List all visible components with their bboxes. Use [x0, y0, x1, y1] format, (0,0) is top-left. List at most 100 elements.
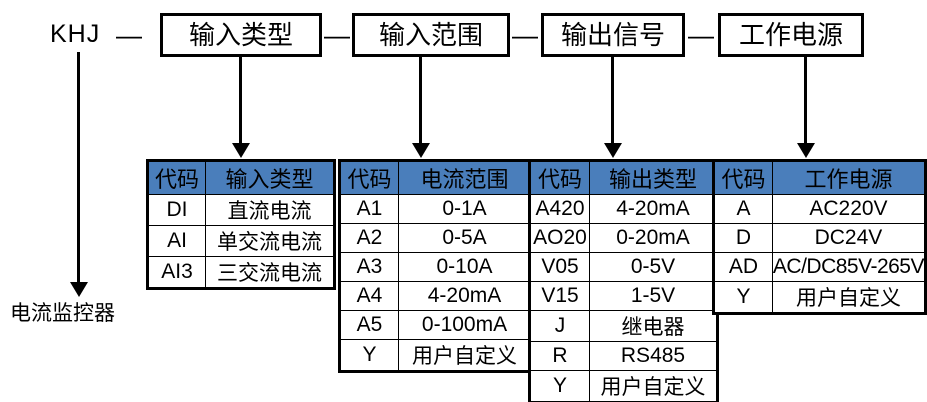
table-header-row: 代码 输入类型	[147, 160, 335, 195]
table-wrapper-power-supply: 代码 工作电源 A AC220V D DC24V AD AC/DC85V-265…	[712, 159, 927, 315]
table-row: AI 单交流电流	[147, 225, 335, 257]
table-row: A420 4-20mA	[529, 194, 718, 224]
cell-value: 用户自定义	[589, 370, 718, 402]
cell-value: 0-10A	[398, 252, 532, 282]
spec-table-output-type: 代码 输出类型 A420 4-20mA AO20 0-20mA V05 0-5V	[528, 159, 719, 402]
cell-code: AO20	[529, 223, 590, 253]
segment-label-input-type: 输入类型	[188, 20, 293, 50]
column-header-code: 代码	[713, 160, 773, 195]
cell-code: A5	[339, 310, 399, 340]
cell-code: AI	[147, 225, 206, 257]
table-row: D DC24V	[713, 223, 927, 253]
cell-value: AC/DC85V-265V	[771, 252, 927, 282]
cell-code: AI3	[147, 256, 206, 289]
table-row: AI3 三交流电流	[147, 256, 335, 289]
column-header-value: 电流范围	[398, 160, 532, 195]
dash-separator-3: —	[512, 20, 538, 50]
cell-code: AD	[713, 252, 773, 282]
table-row: V05 0-5V	[529, 252, 718, 282]
segment-box-input-range: 输入范围	[352, 13, 510, 57]
dash-separator-1: —	[116, 20, 142, 50]
table-row: DI 直流电流	[147, 194, 335, 226]
cell-value: 1-5V	[589, 281, 718, 311]
connector-arrow-power-supply	[797, 143, 815, 158]
dash-separator-4: —	[688, 20, 714, 50]
table-row: A3 0-10A	[339, 252, 532, 282]
connector-arrow-output-signal	[604, 143, 622, 158]
table-wrapper-current-range: 代码 电流范围 A1 0-1A A2 0-5A A3 0-10A A	[338, 159, 533, 373]
segment-label-output-signal: 输出信号	[560, 20, 665, 50]
cell-code: Y	[529, 370, 590, 402]
spec-table-input-type: 代码 输入类型 DI 直流电流 AI 单交流电流 AI3 三交流电流	[146, 159, 336, 290]
connector-arrow-input-type	[232, 143, 250, 158]
cell-value: 0-100mA	[398, 310, 532, 340]
cell-value: 0-5V	[589, 252, 718, 282]
table-row: V15 1-5V	[529, 281, 718, 311]
table-row: J 继电器	[529, 310, 718, 342]
cell-value: 直流电流	[205, 194, 335, 226]
cell-code: A2	[339, 223, 399, 253]
cell-code: A3	[339, 252, 399, 282]
cell-value: 0-5A	[398, 223, 532, 253]
connector-line-input-type	[239, 57, 242, 145]
table-row: AD AC/DC85V-265V	[713, 252, 927, 282]
cell-code: Y	[713, 281, 773, 314]
table-wrapper-input-type: 代码 输入类型 DI 直流电流 AI 单交流电流 AI3 三交流电流	[146, 159, 336, 290]
column-header-value: 输出类型	[589, 160, 718, 195]
cell-code: A4	[339, 281, 399, 311]
cell-code: V05	[529, 252, 590, 282]
cell-value: 三交流电流	[205, 256, 335, 289]
spec-table-current-range: 代码 电流范围 A1 0-1A A2 0-5A A3 0-10A A	[338, 159, 533, 373]
cell-value: DC24V	[771, 223, 927, 253]
cell-code: D	[713, 223, 773, 253]
connector-arrow-input-range	[412, 143, 430, 158]
dash-separator-2: —	[324, 20, 350, 50]
model-prefix: KHJ	[50, 20, 101, 48]
table-header-row: 代码 工作电源	[713, 160, 927, 195]
table-row: Y 用户自定义	[339, 339, 532, 372]
table-row: A1 0-1A	[339, 194, 532, 224]
connector-arrow-prefix	[70, 282, 88, 297]
connector-line-input-range	[419, 57, 422, 145]
segment-box-power-supply: 工作电源	[718, 13, 864, 57]
table-row: R RS485	[529, 341, 718, 371]
table-row: A2 0-5A	[339, 223, 532, 253]
column-header-value: 工作电源	[771, 160, 927, 195]
segment-box-input-type: 输入类型	[160, 13, 322, 57]
caption-product-name: 电流监控器	[10, 302, 115, 325]
cell-value: 4-20mA	[398, 281, 532, 311]
cell-value: 用户自定义	[398, 339, 532, 372]
cell-code: A420	[529, 194, 590, 224]
table-header-row: 代码 电流范围	[339, 160, 532, 195]
cell-code: V15	[529, 281, 590, 311]
cell-code: DI	[147, 194, 206, 226]
table-wrapper-output-type: 代码 输出类型 A420 4-20mA AO20 0-20mA V05 0-5V	[528, 159, 719, 402]
table-row: A5 0-100mA	[339, 310, 532, 340]
cell-code: R	[529, 341, 590, 371]
cell-value: 单交流电流	[205, 225, 335, 257]
cell-value: 0-1A	[398, 194, 532, 224]
cell-value: RS485	[589, 341, 718, 371]
cell-code: J	[529, 310, 590, 342]
segment-label-input-range: 输入范围	[378, 20, 483, 50]
spec-table-power-supply: 代码 工作电源 A AC220V D DC24V AD AC/DC85V-265…	[712, 159, 927, 315]
table-row: A AC220V	[713, 194, 927, 224]
cell-code: A1	[339, 194, 399, 224]
table-row: Y 用户自定义	[713, 281, 927, 314]
column-header-value: 输入类型	[205, 160, 335, 195]
table-row: Y 用户自定义	[529, 370, 718, 402]
cell-value: 继电器	[589, 310, 718, 342]
column-header-code: 代码	[147, 160, 206, 195]
column-header-code: 代码	[339, 160, 399, 195]
connector-line-prefix	[77, 52, 80, 284]
column-header-code: 代码	[529, 160, 590, 195]
cell-value: 4-20mA	[589, 194, 718, 224]
cell-value: 用户自定义	[771, 281, 927, 314]
segment-label-power-supply: 工作电源	[738, 20, 843, 50]
cell-value: 0-20mA	[589, 223, 718, 253]
cell-code: A	[713, 194, 773, 224]
table-row: AO20 0-20mA	[529, 223, 718, 253]
table-header-row: 代码 输出类型	[529, 160, 718, 195]
connector-line-output-signal	[611, 57, 614, 145]
